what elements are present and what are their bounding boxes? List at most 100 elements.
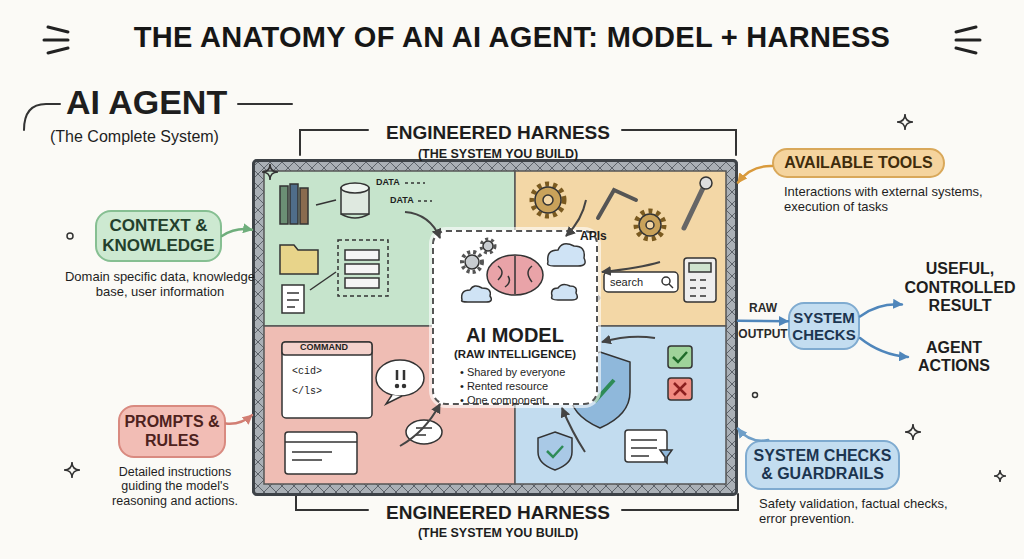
sparkle [64,462,80,478]
tool-icons [639,214,661,236]
knowledge-icons [280,245,318,274]
inner-arrow [400,200,660,452]
knowledge-icons [341,214,369,218]
node-heading: ENGINEERED HARNESS [356,122,640,144]
text-box: CONTEXT & KNOWLEDGE [97,212,220,260]
tool-icons [636,211,664,239]
inner-arrow [400,404,440,446]
text-box: USEFUL, CONTROLLED RESULT [902,255,1018,321]
knowledge-icons [341,188,369,214]
sparkle [897,114,913,130]
connector-arrow [738,429,768,441]
connector-arrow [860,304,902,316]
node-text: (RAW INTELLIGENCE) [434,348,596,361]
node-heading: AVAILABLE TOOLS [784,154,932,172]
prompt-icons [386,395,402,404]
text-box: AVAILABLE TOOLS [774,150,943,176]
harness-frame: ENGINEERED HARNESS(THE SYSTEM YOU BUILD)… [252,159,738,496]
connector-arrow [226,415,252,424]
icon-label: </ls> [292,386,322,397]
node-heading: AI MODEL [434,324,596,347]
edge-label: RAW OUTPUT [738,295,788,347]
prompt-icons [396,385,399,388]
prompt-icons [282,342,372,355]
tool-icons [690,280,706,296]
brain-icon [548,244,586,266]
brain-icon [462,252,482,272]
knowledge-icons [345,264,379,274]
bracket-line [238,103,292,105]
text-box: SYSTEM CHECKS [790,304,858,348]
icon-label: DATA [376,178,400,188]
check-box: SYSTEM CHECKS [788,302,860,350]
tool-icons [700,177,712,189]
knowledge-icons [300,188,308,224]
brain-icon [465,255,479,269]
brain-icon [498,256,532,294]
tool-icons [532,184,564,216]
knowledge-icons [287,293,299,307]
node-heading: SYSTEM CHECKS [792,309,855,344]
prompt-icons [403,385,406,388]
callout-pill: AVAILABLE TOOLSInteractions with externa… [772,148,945,178]
inner-arrow [562,408,585,452]
tool-icons [669,284,673,288]
inner-arrow [602,337,655,342]
tool-icons [604,272,678,292]
connector-arrow [860,338,908,357]
sparkle [753,393,758,398]
bracket-line [24,104,738,510]
tool-icons [689,263,711,272]
knowledge-icons [338,240,388,296]
icon-label: APIs [580,230,607,243]
knowledge-icons [280,186,288,224]
knowledge-icons [310,272,336,290]
knowledge-icons [316,200,336,205]
guardrail-icons [668,346,692,368]
knowledge-icons [290,184,298,224]
icon-label: search [610,276,643,288]
text-box: SYSTEM CHECKS & GUARDRAILS [747,442,898,488]
node-text: Domain specific data, knowledge base, us… [50,270,270,300]
node-heading: USEFUL, CONTROLLED RESULT [904,260,1015,315]
diagram-title: THE ANATOMY OF AN AI AGENT: MODEL + HARN… [0,22,1024,54]
prompt-icons [376,360,424,396]
sparkle [262,164,278,180]
brain-icon [487,255,543,295]
result-text: USEFUL, CONTROLLED RESULT [902,255,1018,321]
tool-icons [646,221,654,229]
knowledge-icons [280,183,432,313]
prompt-icons [285,442,357,460]
brain-icon [481,239,495,253]
title-decoration [956,27,980,53]
prompt-icons [416,428,432,435]
system-label: AI AGENT [66,84,227,121]
node-text: Detailed instructions guiding the model'… [100,465,250,508]
bracket-line [24,104,60,130]
guardrail-icons [547,446,563,457]
guardrail-icons [538,432,572,470]
node-text: (THE SYSTEM YOU BUILD) [356,526,640,540]
node-text: • Shared by everyone [460,366,596,379]
prompt-icons [285,432,357,474]
harness-frame [252,159,738,496]
tool-icons [598,190,636,218]
guardrail-icons [660,450,672,463]
connector-arrow [738,320,788,323]
brain-icon [483,241,493,251]
brain-icon [462,286,492,302]
guardrail-icons [673,352,687,362]
model-box: AI MODEL(RAW INTELLIGENCE) • Shared by ev… [432,230,598,405]
prompt-icons [282,342,372,418]
callout-pill: SYSTEM CHECKS & GUARDRAILSSafety validat… [745,440,900,490]
tool-icons [684,186,704,228]
prompt-icons [406,420,442,444]
node-heading: SYSTEM CHECKS & GUARDRAILS [751,447,894,484]
knowledge-icons [341,183,369,193]
node-text: (THE SYSTEM YOU BUILD) [356,147,640,161]
connector-arrow [222,229,252,236]
node-text: • One component [460,394,596,407]
prompt-icons [282,342,442,474]
brain-icon [552,284,578,300]
node-text: • Rented resource [460,380,596,393]
